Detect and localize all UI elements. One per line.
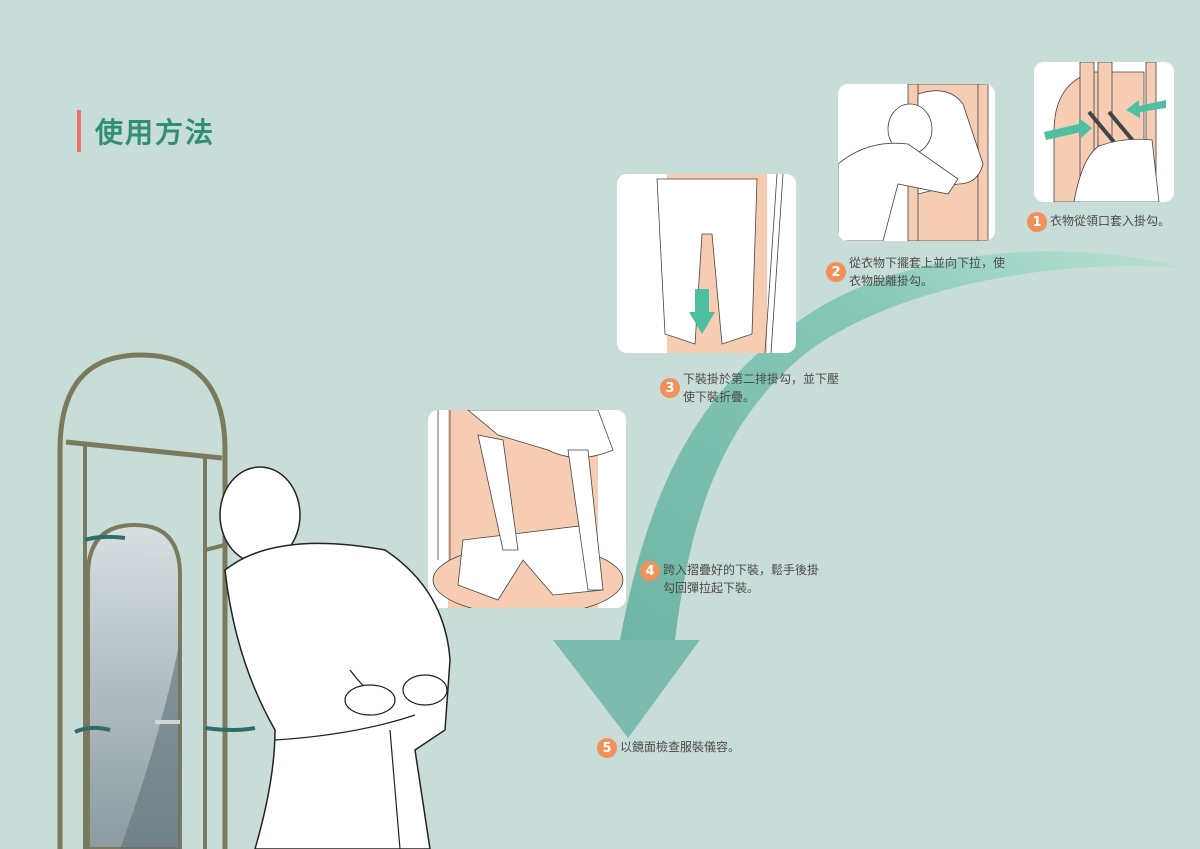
step-number-badge: 3 xyxy=(660,378,680,398)
title-accent-bar xyxy=(77,110,81,152)
step-5-text: 以鏡面檢查服裝儀容。 xyxy=(620,740,741,754)
step-1-illustration xyxy=(1034,62,1174,202)
step-number-badge: 1 xyxy=(1027,212,1047,232)
step-2-text: 從衣物下擺套上並向下拉，使 衣物脫離掛勾。 xyxy=(849,256,1006,288)
step-4: 4 跨入摺疊好的下裝，鬆手後掛 勾回彈拉起下裝。 xyxy=(640,561,819,597)
step-number-badge: 5 xyxy=(597,738,617,758)
step-3-text: 下裝掛於第二排掛勾，並下壓 使下裝折疊。 xyxy=(683,372,840,404)
step-3: 3 下裝掛於第二排掛勾，並下壓 使下裝折疊。 xyxy=(660,370,839,406)
page-title: 使用方法 xyxy=(95,116,216,149)
step-2-illustration xyxy=(838,84,995,241)
person-illustration xyxy=(219,466,451,849)
step-2: 2 從衣物下擺套上並向下拉，使 衣物脫離掛勾。 xyxy=(826,254,1005,290)
step-number-badge: 4 xyxy=(640,561,660,581)
step-4-text: 跨入摺疊好的下裝，鬆手後掛 勾回彈拉起下裝。 xyxy=(663,563,820,595)
step-1-text: 衣物從領口套入掛勾。 xyxy=(1050,214,1171,228)
step-5: 5 以鏡面檢查服裝儀容。 xyxy=(597,738,740,758)
step-number-badge: 2 xyxy=(826,262,846,282)
mirror-rack-illustration xyxy=(57,352,256,849)
step-1: 1 衣物從領口套入掛勾。 xyxy=(1027,212,1170,232)
step-4-illustration xyxy=(428,410,626,608)
step-3-illustration xyxy=(617,174,796,353)
section-header: 使用方法 xyxy=(77,110,215,152)
